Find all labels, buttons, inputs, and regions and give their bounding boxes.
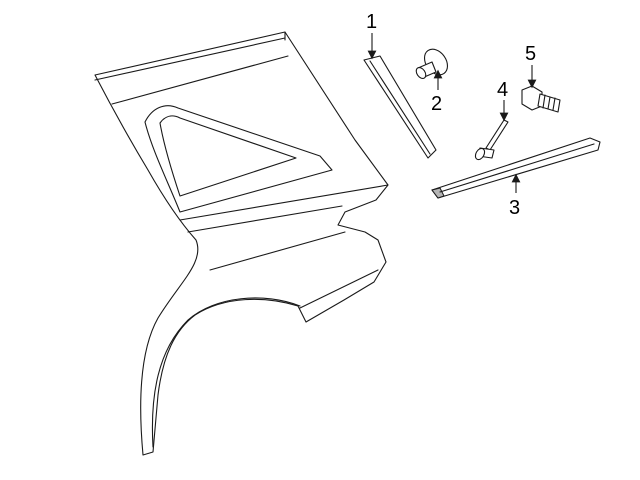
push-clip-fastener <box>415 48 449 79</box>
callout-number-4: 4 <box>497 79 508 101</box>
callout-1: 1 <box>366 11 377 60</box>
callout-number-5: 5 <box>525 43 536 65</box>
hex-bolt <box>521 85 561 113</box>
callout-4: 4 <box>497 79 509 122</box>
callout-2: 2 <box>431 69 443 115</box>
quarter-window <box>144 105 333 213</box>
callout-number-3: 3 <box>509 197 520 219</box>
callout-number-2: 2 <box>431 93 442 115</box>
callout-3: 3 <box>509 173 521 219</box>
callout-5: 5 <box>525 43 537 89</box>
quarter-panel <box>94 31 389 456</box>
rocker-molding <box>431 137 601 199</box>
callout-number-1: 1 <box>366 11 377 33</box>
pin-rivet <box>474 119 509 161</box>
